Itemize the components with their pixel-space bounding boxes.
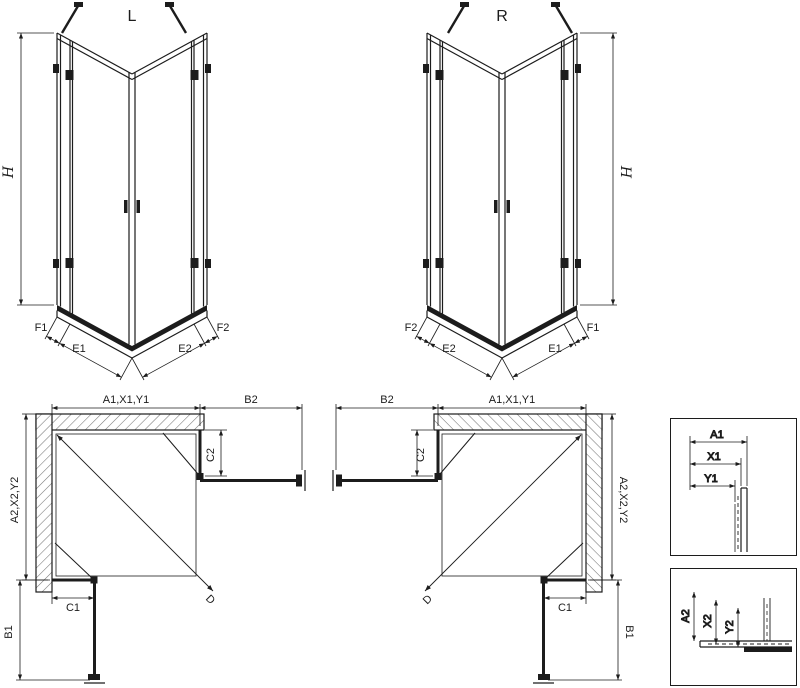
dim-label-d-right: D xyxy=(421,593,435,607)
dim-label-x2-detail: X2 xyxy=(702,614,714,627)
dim-label-a1-detail: A1 xyxy=(710,429,723,441)
dim-label-f1: F1 xyxy=(35,322,48,334)
dim-label-c2-right: C2 xyxy=(415,448,427,462)
front-view-right: R H F2 E2 E1 F1 xyxy=(405,2,633,380)
dim-label-b1-right: B1 xyxy=(623,625,635,638)
dim-label-y1-detail: Y1 xyxy=(704,473,717,485)
dim-label-a2-detail: A2 xyxy=(680,609,692,622)
plan-view-right: A1,X1,Y1 B2 C2 A2,X2,Y2 C1 B1 D xyxy=(333,394,635,683)
dim-label-e1-right: E1 xyxy=(548,343,561,355)
front-left-title: L xyxy=(128,8,137,25)
front-view-left: L H F1 E1 E2 F2 xyxy=(1,2,229,380)
dim-label-y2-detail: Y2 xyxy=(724,620,736,633)
detail-box-top xyxy=(670,418,797,556)
dim-label-e2-right: E2 xyxy=(442,343,455,355)
dim-label-d-left: D xyxy=(203,593,217,607)
dim-label-f2-right: F2 xyxy=(405,322,418,334)
dim-label-h-right: H xyxy=(617,165,633,179)
dim-label-c1-right: C1 xyxy=(558,602,572,614)
dim-label-e1: E1 xyxy=(72,343,85,355)
dim-label-f1-right: F1 xyxy=(587,322,600,334)
detail-box-bottom xyxy=(670,568,797,686)
dim-label-a2x2y2-left: A2,X2,Y2 xyxy=(9,477,21,523)
dim-label-h-left: H xyxy=(1,165,17,179)
dim-label-a1x1y1-right: A1,X1,Y1 xyxy=(489,394,535,406)
dim-label-b1-left: B1 xyxy=(3,625,15,638)
plan-view-left: A1,X1,Y1 B2 C2 A2,X2,Y2 C1 B1 D xyxy=(3,394,305,683)
dim-label-c2-left: C2 xyxy=(205,448,217,462)
detail-profile-vertical: A1 X1 Y1 xyxy=(670,418,797,556)
plan-view-right-geometry xyxy=(333,404,622,683)
dim-label-e2: E2 xyxy=(178,343,191,355)
dim-label-x1-detail: X1 xyxy=(707,451,720,463)
front-right-title: R xyxy=(496,8,508,25)
dim-label-a1x1y1-left: A1,X1,Y1 xyxy=(103,394,149,406)
plan-view-left-geometry xyxy=(16,404,305,683)
dim-label-b2-right: B2 xyxy=(380,394,393,406)
tray-edge-section xyxy=(744,647,792,652)
dim-label-c1-left: C1 xyxy=(66,602,80,614)
dim-label-b2-left: B2 xyxy=(244,394,257,406)
dim-label-a2x2y2-right: A2,X2,Y2 xyxy=(617,477,629,523)
detail-profile-horizontal: A2 X2 Y2 xyxy=(670,568,797,686)
dim-label-f2: F2 xyxy=(217,322,230,334)
